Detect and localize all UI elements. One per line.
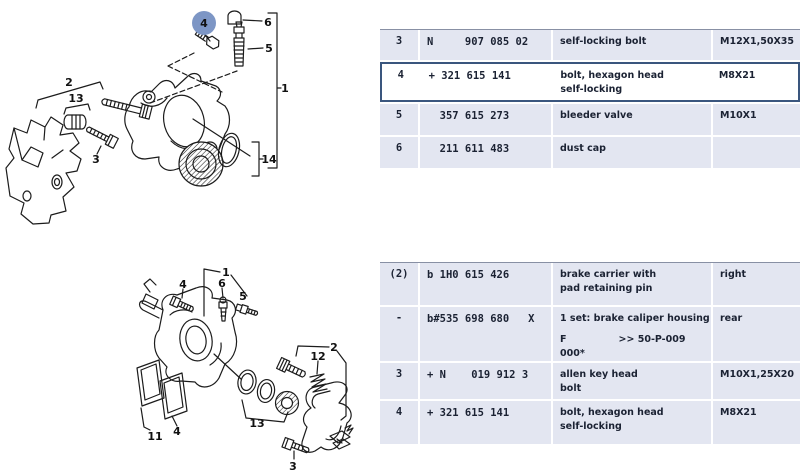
guide-bolt [101,98,153,120]
leader-lines [35,12,282,177]
item-number: (2) [380,263,418,305]
callout-3-label[interactable]: 3 [289,460,297,473]
callout-5-label[interactable]: 5 [265,42,273,55]
item-number: 6 [380,137,418,168]
guide-bolt [275,356,306,378]
bleeder-valve [233,21,245,67]
part-number: b 1H0 615 426 [420,263,551,305]
brake-pads [136,359,188,420]
callout-5-label[interactable]: 5 [239,290,247,303]
callout-2-label[interactable]: 2 [330,341,338,354]
item-number: 3 [380,363,418,399]
callout-6-label[interactable]: 6 [264,16,272,29]
carrier-plate [5,116,82,225]
table-row[interactable]: 5 357 615 273 bleeder valve M10X1 [380,104,800,135]
table-row[interactable]: 3 N 907 085 02 self-locking bolt M12X1,5… [380,30,800,60]
item-number: 4 [382,64,420,100]
model-year-note: F>> 50-P-009 000* [560,334,686,359]
callout-6-label[interactable]: 6 [218,277,226,290]
rear-caliper-housing [138,278,238,388]
part-number: b#535 698 680 X [420,307,551,361]
callout-13-label[interactable]: 13 [68,92,83,105]
callout-1-label[interactable]: 1 [222,266,230,279]
part-dimension [713,137,800,168]
hex-bolt [169,295,194,312]
item-number: 5 [380,104,418,135]
part-dimension: M8X21 [713,401,800,444]
callout-4b-label[interactable]: 4 [173,425,181,438]
brake-carrier [301,381,354,453]
guide-bushing [63,114,87,130]
guide-pin-bellows [309,373,328,393]
callout-11-label[interactable]: 11 [147,430,162,443]
item-number: 4 [380,401,418,444]
callout-4-label[interactable]: 4 [179,278,187,291]
table-row[interactable]: - b#535 698 680 X 1 set: brake caliper h… [380,307,800,361]
part-number: 357 615 273 [420,104,551,135]
item-number: - [380,307,418,361]
part-number: N 907 085 02 [420,30,551,60]
rear-caliper-diagram: 4 1 6 5 2 12 13 11 4 3 [136,266,354,473]
carrier-bolt [281,436,310,454]
callout-2-label[interactable]: 2 [65,76,73,89]
highlight-circle[interactable] [192,11,216,35]
bleeder-valve [234,303,259,316]
seal-kit-rings [237,369,300,416]
callout-1-label[interactable]: 1 [281,82,289,95]
item-number: 3 [380,30,418,60]
part-number: + 321 615 141 [421,64,552,100]
part-number: + 321 615 141 [420,401,551,444]
part-dimension: M8X21 [711,64,798,100]
part-description: self-locking bolt [553,30,711,60]
retaining-pin [218,296,228,322]
piston [178,141,224,187]
dust-cap [227,10,242,25]
callout-14-label[interactable]: 14 [261,153,277,166]
part-dimension: M12X1,50X35 [713,30,800,60]
callout-12-label[interactable]: 12 [310,350,325,363]
part-number: 211 611 483 [420,137,551,168]
front-caliper-diagram: 4 2 13 3 6 5 1 14 [5,10,289,225]
part-description: dust cap [553,137,711,168]
callout-3-label[interactable]: 3 [92,153,100,166]
part-dimension: right [713,263,800,305]
part-description: 1 set: brake caliper housing F>> 50-P-00… [553,307,711,361]
part-number: + N 019 912 3 [420,363,551,399]
callout-4-label[interactable]: 4 [200,17,208,30]
part-dimension: M10X1 [713,104,800,135]
seal-ring [217,132,241,168]
part-description: bleeder valve [553,104,711,135]
mounting-bolt [86,126,119,149]
part-dimension: rear [713,307,800,361]
leader-lines [140,268,347,460]
parts-table-upper: 3 N 907 085 02 self-locking bolt M12X1,5… [380,29,800,170]
table-row[interactable]: 6 211 611 483 dust cap [380,137,800,168]
callout-13-label[interactable]: 13 [249,417,264,430]
part-dimension: M10X1,25X20 [713,363,800,399]
